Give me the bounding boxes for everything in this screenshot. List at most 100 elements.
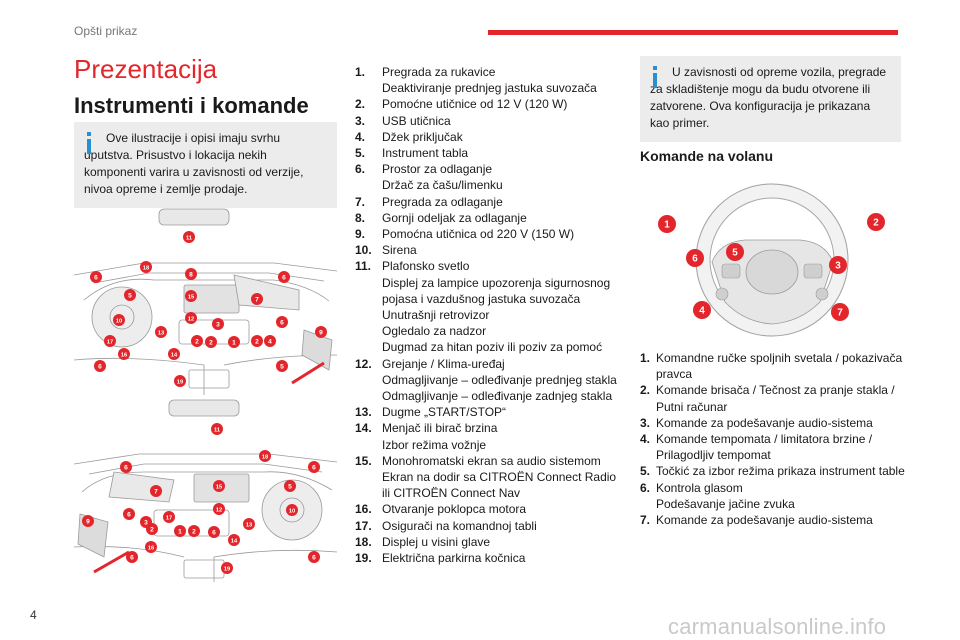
legend-item: 3.USB utičnica (355, 113, 625, 129)
callout-number: 16 (148, 545, 154, 551)
steering-heading: Komande na volanu (640, 148, 774, 164)
legend-number: 13. (355, 405, 372, 420)
callout-badge: 4 (264, 335, 276, 347)
info-note-text: Ove ilustracije i opisi imaju svrhu uput… (84, 131, 304, 196)
callout-badge: 11 (183, 231, 195, 243)
callout-number: 6 (127, 511, 131, 518)
callout-number: 10 (289, 508, 295, 514)
legend-text: Kontrola glasom (656, 480, 743, 495)
callout-badge: 9 (82, 515, 94, 527)
legend-text: Komande tempomata / limitatora brzine / … (656, 432, 873, 463)
callout-badge: 6 (308, 551, 320, 563)
callout-badge: 6 (90, 271, 102, 283)
callout-number: 4 (268, 338, 272, 345)
callout-badge: 15 (185, 290, 197, 302)
callout-number: 9 (319, 329, 323, 336)
info-note-illustrations: Ove ilustracije i opisi imaju svrhu uput… (74, 122, 337, 208)
callout-number: 3 (835, 260, 841, 271)
legend-text: Dugmad za hitan poziv ili poziv za pomoć (382, 340, 603, 355)
legend-text: Deaktiviranje prednjeg jastuka suvozača (382, 81, 597, 96)
callout-badge: 5 (726, 243, 744, 261)
callout-number: 6 (98, 363, 102, 370)
legend-number: 17. (355, 518, 372, 533)
callout-number: 6 (312, 554, 316, 561)
callout-badge: 18 (140, 261, 152, 273)
callout-number: 8 (189, 271, 193, 278)
legend-text: Pomoćne utičnice od 12 V (120 W) (382, 97, 568, 112)
callout-badge: 13 (243, 518, 255, 530)
callout-number: 6 (212, 529, 216, 536)
legend-text: Displej za lampice upozorenja sigurnosno… (382, 275, 611, 306)
legend-number: 15. (355, 453, 372, 468)
legend-item: 15. Monohromatski ekran sa audio sistemom… (355, 453, 625, 502)
callout-number: 13 (246, 522, 252, 528)
callout-number: 6 (124, 464, 128, 471)
callout-number: 5 (128, 292, 132, 299)
callout-number: 2 (192, 528, 196, 535)
callout-badge: 6 (94, 360, 106, 372)
legend-number: 5. (355, 146, 366, 161)
callout-number: 6 (312, 464, 316, 471)
callout-badge: 8 (185, 268, 197, 280)
callout-badge: 14 (168, 348, 180, 360)
legend-text: Pomoćna utičnica od 220 V (150 W) (382, 227, 575, 242)
callout-number: 3 (144, 519, 148, 526)
callout-badge: 17 (163, 511, 175, 523)
section-header: Opšti prikaz (74, 24, 138, 38)
legend-number: 19. (355, 551, 372, 566)
callout-number: 14 (171, 352, 178, 358)
callout-number: 5 (280, 363, 284, 370)
callout-number: 12 (216, 507, 222, 513)
callout-badge: 16 (145, 541, 157, 553)
info-note-text: U zavisnosti od opreme vozila, pregrade … (650, 65, 887, 130)
legend-item: 5. Instrument tabla (355, 145, 625, 161)
legend-number: 1. (640, 351, 651, 365)
callout-number: 5 (732, 247, 738, 258)
callout-badge: 6 (278, 271, 290, 283)
callout-badge: 7 (831, 303, 849, 321)
callout-number: 6 (282, 274, 286, 281)
legend-text: Pregrada za odlaganje (382, 194, 503, 209)
callout-number: 2 (209, 339, 213, 346)
legend-number: 7. (355, 194, 366, 209)
legend-text: Instrument tabla (382, 146, 469, 161)
legend-number: 18. (355, 534, 372, 549)
callout-number: 5 (288, 483, 292, 490)
callout-badge: 1 (228, 336, 240, 348)
legend-text: Džek priključak (382, 129, 463, 144)
legend-item: 2.Komande brisača / Tečnost za pranje st… (640, 382, 910, 414)
callout-badge: 19 (174, 375, 186, 387)
legend-text: Unutrašnji retrovizor (382, 308, 490, 323)
legend-item: 7. Pregrada za odlaganje (355, 194, 625, 210)
legend-number: 2. (355, 97, 366, 112)
callout-number: 17 (166, 515, 172, 521)
callout-badge: 1 (174, 525, 186, 537)
page-title: Prezentacija (74, 54, 218, 84)
legend-text: Dugme „START/STOP“ (382, 405, 507, 420)
callout-badge: 3 (829, 256, 847, 274)
legend-text: Sirena (382, 243, 417, 258)
legend-number: 9. (355, 227, 366, 242)
page-number: 4 (30, 608, 37, 622)
legend-number: 5. (640, 464, 651, 479)
legend-number: 7. (640, 513, 651, 528)
callout-badge: 10 (113, 314, 125, 326)
callout-badge: 13 (155, 326, 167, 338)
callout-number: 18 (143, 265, 149, 271)
legend-text: Monohromatski ekran sa audio sistemom (382, 453, 601, 468)
callout-badge: 17 (104, 335, 116, 347)
info-icon (84, 132, 94, 154)
callout-badge: 5 (124, 289, 136, 301)
section-title: Instrumenti i komande (74, 93, 309, 118)
callout-number: 9 (86, 518, 90, 525)
legend-number: 2. (640, 383, 651, 398)
legend-text: Plafonsko svetlo (382, 259, 470, 274)
callout-number: 14 (231, 538, 238, 544)
callout-number: 7 (837, 307, 843, 318)
legend-item: 18.Displej u visini glave (355, 534, 625, 550)
legend-item: 19.Električna parkirna kočnica (355, 550, 625, 566)
